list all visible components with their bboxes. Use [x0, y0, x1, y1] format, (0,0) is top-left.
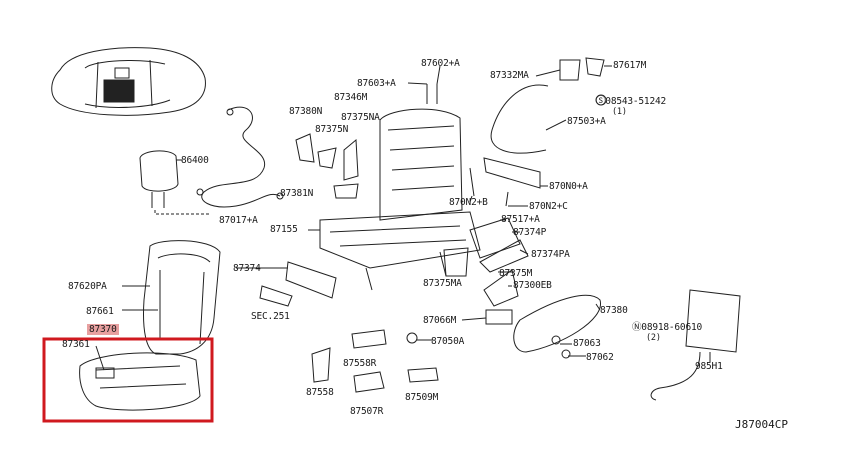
- label-870n0a[interactable]: 870N0+A: [549, 181, 588, 192]
- sec251-part: [259, 285, 293, 307]
- label-86400[interactable]: 86400: [181, 155, 209, 166]
- label-87602a[interactable]: 87602+A: [421, 58, 460, 69]
- part-87558r: [351, 329, 387, 349]
- label-87380[interactable]: 87380: [600, 305, 628, 316]
- label-87558r[interactable]: 87558R: [343, 358, 377, 369]
- label-870n2b[interactable]: 870N2+B: [449, 197, 488, 208]
- side-cover-87380: [513, 294, 601, 353]
- label-87620pa[interactable]: 87620PA: [68, 281, 107, 292]
- label-87155[interactable]: 87155: [270, 224, 298, 235]
- trim-87374: [285, 261, 337, 299]
- trim-87374pa: [479, 239, 529, 273]
- label-08543[interactable]: Ⓢ08543-51242: [596, 96, 667, 107]
- label-sec251[interactable]: SEC.251: [251, 311, 290, 322]
- label-985h1[interactable]: 985H1: [695, 361, 723, 372]
- label-87661[interactable]: 87661: [86, 306, 114, 317]
- cover-87381n: [333, 183, 359, 199]
- label-87346m[interactable]: 87346M: [334, 92, 368, 103]
- seat-frame-part: [319, 108, 481, 291]
- label-87374p[interactable]: 87374P: [513, 227, 547, 238]
- switch-87332ma: [559, 59, 581, 81]
- trim-87375ma: [443, 247, 469, 277]
- label-87374[interactable]: 87374: [233, 263, 261, 274]
- rail-870n0a: [483, 157, 541, 189]
- part-87509m: [407, 367, 439, 383]
- label-87374pa[interactable]: 87374PA: [531, 249, 570, 260]
- headrest-part: [139, 150, 179, 208]
- diagram-code: J87004CP: [735, 418, 788, 431]
- bracket-87375n: [317, 147, 337, 169]
- label-87370[interactable]: 87370: [87, 324, 119, 335]
- label-87509m[interactable]: 87509M: [405, 392, 439, 403]
- label-87375m[interactable]: 87375M: [499, 268, 533, 279]
- label-87300eb[interactable]: 87300EB: [513, 280, 552, 291]
- label-87603a[interactable]: 87603+A: [357, 78, 396, 89]
- label-87063[interactable]: 87063: [573, 338, 601, 349]
- label-87517a[interactable]: 87517+A: [501, 214, 540, 225]
- part-87558: [311, 347, 331, 383]
- wire-87503: [490, 84, 549, 154]
- label-87062[interactable]: 87062: [586, 352, 614, 363]
- label-87017a[interactable]: 87017+A: [219, 215, 258, 226]
- cover-87300eb: [483, 269, 519, 307]
- label-87375na[interactable]: 87375NA: [341, 112, 380, 123]
- label-87375n[interactable]: 87375N: [315, 124, 349, 135]
- trim-87374p: [469, 217, 521, 259]
- label-08918[interactable]: Ⓝ08918-60610: [632, 322, 703, 333]
- label-87050a[interactable]: 87050A: [431, 336, 465, 347]
- label-87503a[interactable]: 87503+A: [567, 116, 606, 127]
- label-87066m[interactable]: 87066M: [423, 315, 457, 326]
- bracket-87380n: [295, 133, 315, 163]
- label-87381n[interactable]: 87381N: [280, 188, 314, 199]
- knob-87617m: [585, 57, 605, 77]
- bracket-87375na: [343, 138, 359, 181]
- label-87558[interactable]: 87558: [306, 387, 334, 398]
- label-87361[interactable]: 87361: [62, 339, 90, 350]
- module-87066m: [485, 309, 513, 325]
- highlight-frame: [42, 337, 214, 423]
- label-87332ma[interactable]: 87332MA: [490, 70, 529, 81]
- label-qty-1: (1): [612, 107, 627, 117]
- module-985h1: [685, 289, 741, 353]
- car-outline-icon: [51, 47, 206, 116]
- label-87507r[interactable]: 87507R: [350, 406, 384, 417]
- harness-part: [196, 106, 284, 208]
- label-qty-2: (2): [646, 333, 661, 343]
- seat-back-part: [143, 240, 221, 355]
- label-87375ma[interactable]: 87375MA: [423, 278, 462, 289]
- part-87507r: [353, 371, 385, 393]
- seat-cushion-part: [79, 352, 201, 411]
- label-87617m[interactable]: 87617M: [613, 60, 647, 71]
- label-870n2c[interactable]: 870N2+C: [529, 201, 568, 212]
- label-87380n[interactable]: 87380N: [289, 106, 323, 117]
